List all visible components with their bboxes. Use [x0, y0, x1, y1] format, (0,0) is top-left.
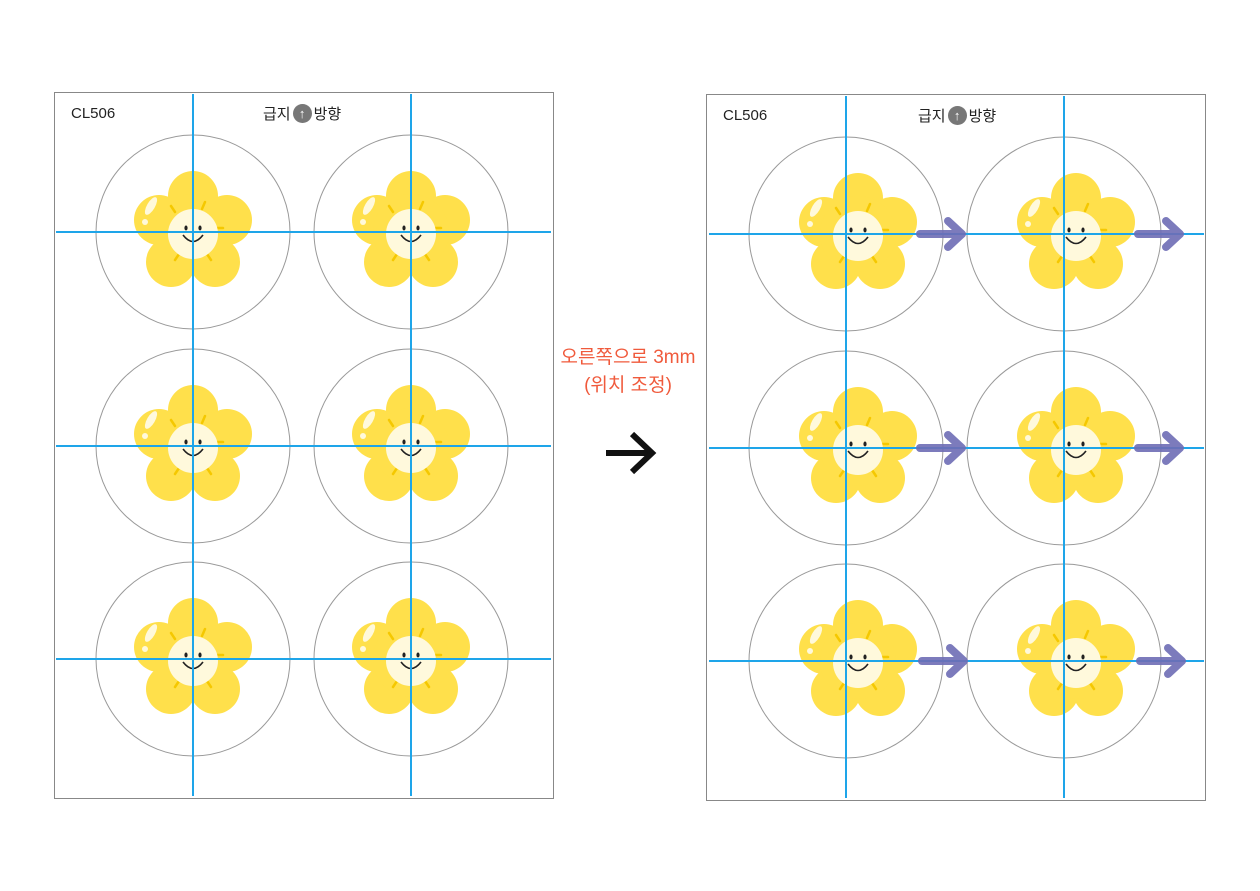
flower-sticker: [797, 385, 919, 505]
feed-direction: 급지↑방향: [263, 103, 341, 124]
shift-right-arrow-icon: [1134, 217, 1184, 251]
arrow-up-icon: ↑: [292, 104, 312, 123]
shift-right-arrow-icon: [918, 644, 968, 678]
flower-sticker: [797, 171, 919, 291]
shift-right-arrow-icon: [1136, 644, 1186, 678]
sheet-code: CL506: [723, 107, 768, 124]
sheet-code: CL506: [71, 105, 116, 122]
direction-prefix: 급지: [263, 106, 291, 123]
next-step-arrow-icon: [606, 431, 657, 475]
feed-direction: 급지↑방향: [918, 105, 996, 126]
shift-right-arrow-icon: [916, 217, 966, 251]
flower-sticker: [1015, 385, 1137, 505]
flower-sticker: [1015, 171, 1137, 291]
direction-suffix: 방향: [968, 108, 997, 125]
note-line2: (위치 조정): [584, 375, 672, 396]
flower-sticker: [1015, 598, 1137, 718]
note-line1: 오른쪽으로 3mm: [560, 347, 696, 368]
flower-sticker: [797, 598, 919, 718]
direction-prefix: 급지: [918, 108, 946, 125]
direction-suffix: 방향: [313, 106, 342, 123]
shift-right-arrow-icon: [916, 431, 966, 465]
adjustment-note: 오른쪽으로 3mm (위치 조정): [548, 344, 708, 400]
shift-right-arrow-icon: [1134, 431, 1184, 465]
arrow-up-icon: ↑: [947, 106, 967, 125]
